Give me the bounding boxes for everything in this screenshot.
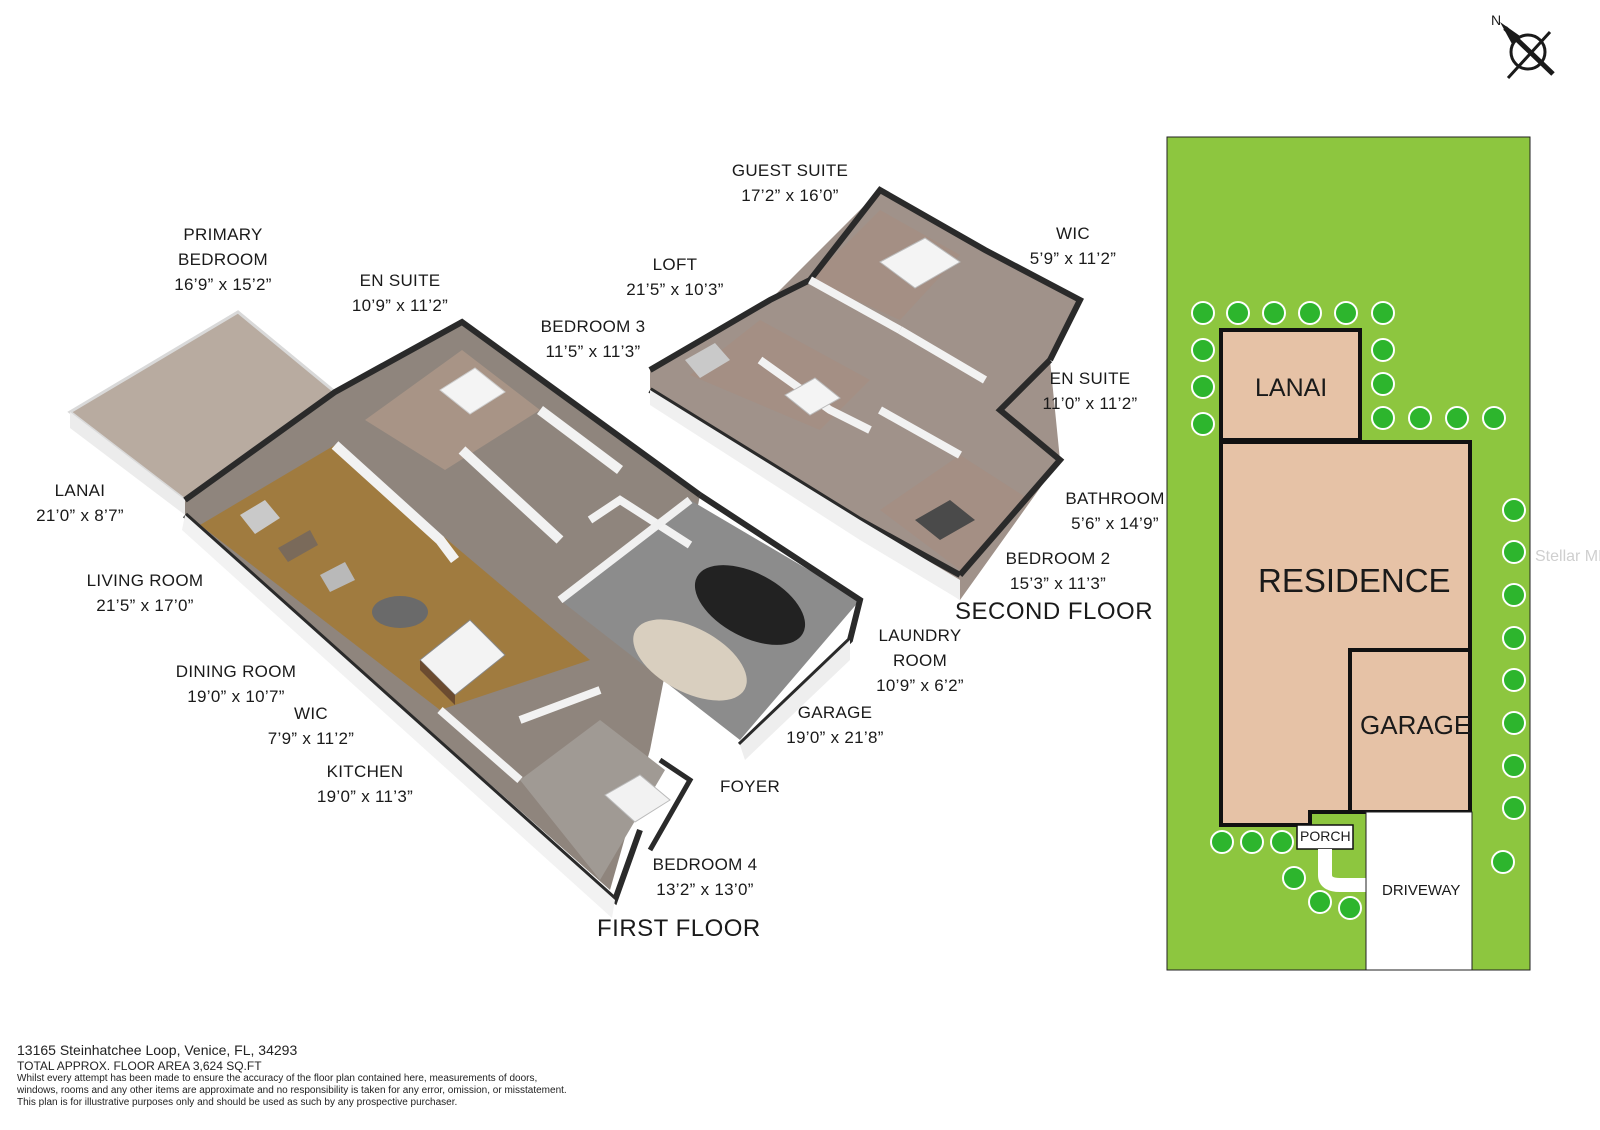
compass-north-label: N (1491, 12, 1502, 28)
watermark: Stellar MLS (1535, 548, 1600, 565)
room-name: KITCHEN (326, 762, 404, 781)
room-label-bedroom-3: BEDROOM 3 11’5” x 11’3” (530, 314, 656, 364)
site-plan (1166, 136, 1531, 971)
room-label-wic-second: WIC 5’9” x 11’2” (1018, 221, 1128, 271)
room-label-lanai: LANAI 21’0” x 8’7” (25, 478, 135, 528)
room-label-bathroom: BATHROOM 5’6” x 14’9” (1055, 486, 1175, 536)
room-dimensions: 11’0” x 11’2” (1042, 394, 1138, 413)
room-name: LANAI (54, 481, 106, 500)
room-name: BEDROOM 2 (1005, 549, 1111, 568)
room-label-primary-bedroom: PRIMARY BEDROOM 16’9” x 15’2” (163, 222, 283, 297)
room-label-guest-suite: GUEST SUITE 17’2” x 16’0” (720, 158, 860, 208)
room-label-dining-room: DINING ROOM 19’0” x 10’7” (166, 659, 306, 709)
first-floor-plan (67, 310, 864, 918)
disclaimer-line: windows, rooms and any other items are a… (17, 1085, 567, 1096)
site-label-driveway: DRIVEWAY (1382, 882, 1461, 899)
room-dimensions: 19’0” x 10’7” (187, 687, 285, 706)
room-dimensions: 11’5” x 11’3” (545, 342, 641, 361)
room-dimensions: 10’9” x 11’2” (351, 296, 449, 315)
room-label-living-room: LIVING ROOM 21’5” x 17’0” (80, 568, 210, 618)
room-dimensions: 5’9” x 11’2” (1029, 249, 1117, 268)
room-dimensions: 19’0” x 11’3” (316, 787, 414, 806)
disclaimer-line: This plan is for illustrative purposes o… (17, 1097, 458, 1108)
room-label-bedroom-4: BEDROOM 4 13’2” x 13’0” (642, 852, 768, 902)
property-address: 13165 Steinhatchee Loop, Venice, FL, 342… (17, 1042, 298, 1058)
site-label-garage: GARAGE (1360, 710, 1472, 740)
room-name: WIC (294, 704, 328, 723)
room-label-en-suite-first: EN SUITE 10’9” x 11’2” (340, 268, 460, 318)
room-name: BEDROOM 4 (652, 855, 758, 874)
room-dimensions: 21’0” x 8’7” (36, 506, 124, 525)
room-name: ROOM (892, 651, 948, 670)
room-name: PRIMARY (183, 225, 263, 244)
room-label-bedroom-2: BEDROOM 2 15’3” x 11’3” (995, 546, 1121, 596)
room-label-foyer: FOYER (710, 774, 790, 799)
room-name: BEDROOM 3 (540, 317, 646, 336)
room-dimensions: 13’2” x 13’0” (656, 880, 754, 899)
floor-title-second: SECOND FLOOR (955, 598, 1154, 625)
room-name: BATHROOM (1065, 489, 1165, 508)
site-label-lanai: LANAI (1255, 374, 1328, 402)
room-dimensions: 16’9” x 15’2” (174, 275, 272, 294)
footer: 13165 Steinhatchee Loop, Venice, FL, 342… (17, 1041, 567, 1109)
room-label-garage: GARAGE 19’0” x 21’8” (775, 700, 895, 750)
room-name: GUEST SUITE (731, 161, 849, 180)
room-label-wic-first: WIC 7’9” x 11’2” (256, 701, 366, 751)
room-name: EN SUITE (359, 271, 441, 290)
room-dimensions: 21’5” x 10’3” (626, 280, 724, 299)
room-name: FOYER (719, 777, 781, 796)
room-name: GARAGE (797, 703, 873, 722)
room-name: EN SUITE (1049, 369, 1131, 388)
disclaimer-line: Whilst every attempt has been made to en… (17, 1073, 538, 1084)
room-dimensions: 19’0” x 21’8” (786, 728, 884, 747)
room-name: LOFT (652, 255, 698, 274)
room-name: LAUNDRY (878, 626, 962, 645)
room-dimensions: 10’9” x 6’2” (876, 676, 964, 695)
room-dimensions: 7’9” x 11’2” (267, 729, 355, 748)
site-label-porch: PORCH (1300, 828, 1351, 844)
room-dimensions: 21’5” x 17’0” (96, 596, 194, 615)
room-dimensions: 15’3” x 11’3” (1009, 574, 1107, 593)
floor-title-first: FIRST FLOOR (597, 915, 761, 942)
room-label-laundry-room: LAUNDRY ROOM 10’9” x 6’2” (865, 623, 975, 698)
site-label-residence: RESIDENCE (1258, 562, 1451, 599)
room-name: LIVING ROOM (86, 571, 204, 590)
room-label-loft: LOFT 21’5” x 10’3” (615, 252, 735, 302)
compass-rose-icon (1500, 22, 1555, 80)
room-name: DINING ROOM (175, 662, 297, 681)
room-label-kitchen: KITCHEN 19’0” x 11’3” (305, 759, 425, 809)
second-floor-plan (648, 186, 1084, 600)
total-floor-area: TOTAL APPROX. FLOOR AREA 3,624 SQ.FT (17, 1059, 262, 1073)
room-name: WIC (1056, 224, 1090, 243)
room-dimensions: 5’6” x 14’9” (1071, 514, 1159, 533)
room-name: BEDROOM (178, 250, 268, 269)
room-dimensions: 17’2” x 16’0” (741, 186, 839, 205)
room-label-en-suite-second: EN SUITE 11’0” x 11’2” (1030, 366, 1150, 416)
